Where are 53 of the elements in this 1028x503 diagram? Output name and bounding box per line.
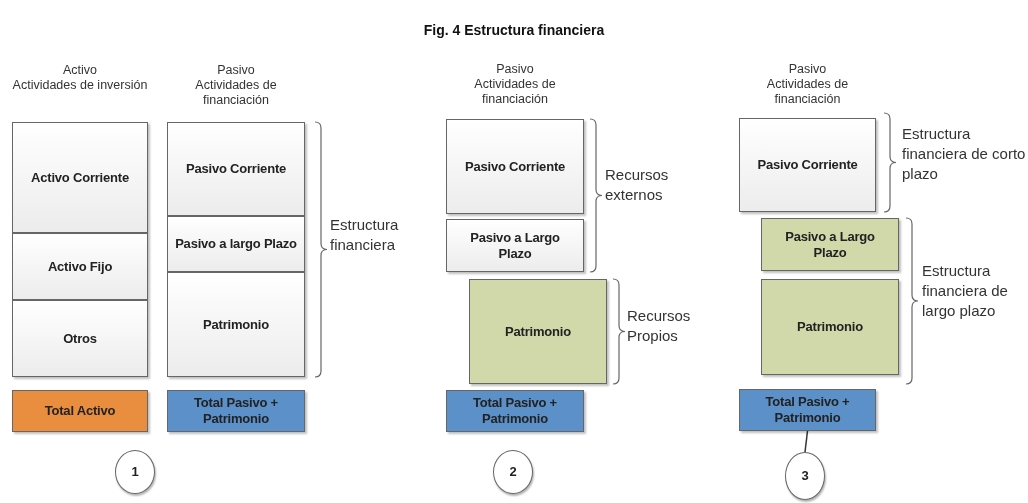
- box-label: 3: [801, 468, 809, 484]
- column-heading: Pasivo: [495, 62, 535, 77]
- box-label: Total Pasivo + Patrimonio: [472, 395, 558, 427]
- account-box: [12, 233, 148, 300]
- bracket-label: Estructura financiera: [330, 215, 400, 255]
- column-heading: Pasivo: [787, 62, 828, 77]
- box-label: 1: [131, 464, 139, 480]
- account-box: [167, 216, 305, 272]
- column-heading: Actividades de financiación: [765, 77, 850, 107]
- account-box: [739, 118, 876, 212]
- box-label: Patrimonio: [797, 319, 863, 335]
- total-box: [469, 279, 607, 384]
- box-label: Pasivo a Largo Plazo: [784, 228, 876, 261]
- box-label: Pasivo Corriente: [757, 157, 858, 173]
- total-box: [167, 390, 305, 432]
- box-label: Patrimonio: [505, 323, 571, 340]
- account-box: [12, 300, 148, 377]
- box-label: Pasivo Corriente: [185, 161, 287, 177]
- column-heading: Activo: [61, 63, 98, 78]
- total-box: [446, 390, 584, 432]
- box-label: Total Pasivo + Patrimonio: [764, 394, 851, 426]
- column-heading: Actividades de financiación: [473, 77, 557, 107]
- bracket-label: Recursos externos: [605, 165, 670, 205]
- column-heading: Actividades de inversión: [12, 78, 148, 93]
- total-box: [12, 390, 148, 432]
- box-label: Activo Corriente: [31, 169, 129, 186]
- number-circle: [785, 452, 825, 500]
- box-label: Otros: [63, 330, 97, 347]
- account-box: [167, 272, 305, 377]
- account-box: [446, 219, 584, 272]
- account-box: [167, 122, 305, 216]
- box-label: Total Pasivo + Patrimonio: [193, 395, 279, 427]
- account-box: [446, 119, 584, 214]
- account-box: [12, 122, 148, 233]
- column-heading: Pasivo: [216, 63, 256, 78]
- bracket-label: Recursos Propios: [627, 306, 692, 346]
- column-heading: Actividades de financiación: [194, 78, 278, 108]
- box-label: Pasivo a largo Plazo: [175, 236, 297, 252]
- bracket-label: Estructura financiera de largo plazo: [922, 261, 1009, 321]
- box-label: Patrimonio: [203, 316, 269, 333]
- box-label: Pasivo Corriente: [464, 158, 566, 175]
- total-box: [761, 279, 899, 375]
- box-label: Total Activo: [44, 403, 116, 419]
- box-label: Activo Fijo: [47, 258, 113, 275]
- connector-line: [804, 430, 809, 453]
- bracket-label: Estructura financiera de corto plazo: [902, 124, 1027, 184]
- total-box: [761, 218, 899, 271]
- box-label: Pasivo a Largo Plazo: [469, 229, 561, 262]
- total-box: [739, 389, 876, 431]
- box-label: 2: [509, 464, 517, 480]
- figure-title: Fig. 4 Estructura financiera: [422, 22, 606, 38]
- number-circle: [115, 450, 155, 494]
- number-circle: [493, 450, 533, 494]
